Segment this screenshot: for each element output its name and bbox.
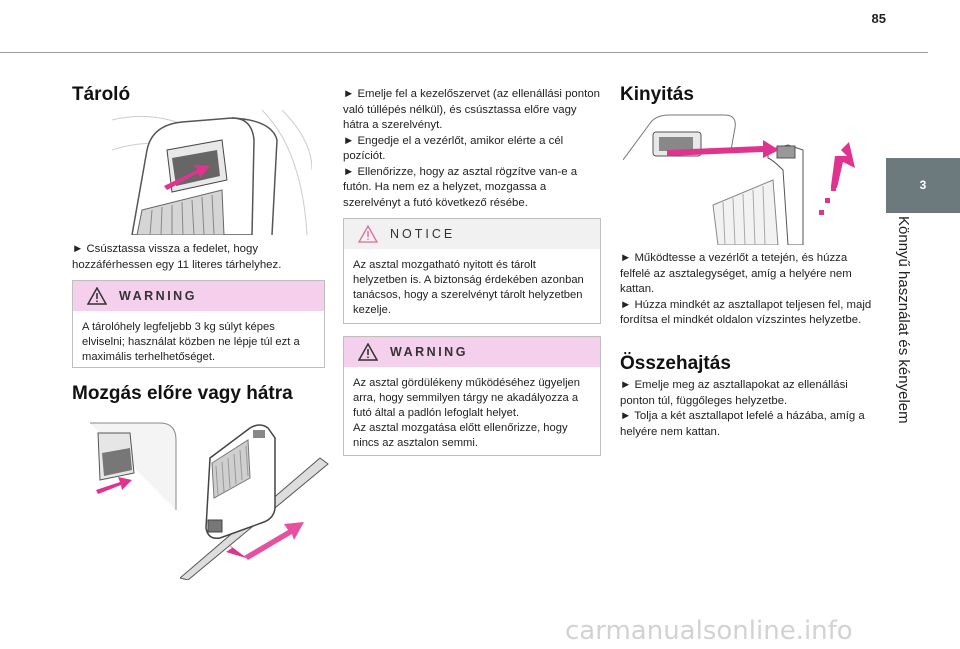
header-rule — [0, 52, 928, 53]
warning-header: WARNING — [73, 281, 324, 311]
heading-move: Mozgás előre vagy hátra — [72, 383, 293, 404]
column-1: Tároló — [72, 84, 325, 106]
notice-icon — [358, 225, 378, 243]
open-illustration — [623, 110, 861, 245]
storage-instruction: ► Csúsztassa vissza a fedelet, hogy hozz… — [72, 243, 282, 271]
chapter-title-wrap: Könnyű használat és kényelem — [895, 216, 915, 456]
move-illustration-left — [90, 418, 180, 510]
warning-body: A tárolóhely legfeljebb 3 kg súlyt képes… — [82, 321, 300, 363]
warning-box-move: WARNING Az asztal gördülékeny működéséhe… — [343, 336, 601, 456]
warning-label: WARNING — [119, 289, 197, 303]
warning-header-2: WARNING — [344, 337, 600, 367]
notice-body: Az asztal mozgatható nyitott és tárolt h… — [353, 259, 584, 316]
page-number: 85 — [871, 11, 886, 26]
move-steps: ► Emelje fel a kezelőszervet (az ellenál… — [343, 88, 600, 209]
warning-icon — [87, 287, 107, 305]
warning-label-2: WARNING — [390, 345, 468, 359]
heading-storage: Tároló — [72, 84, 131, 105]
chapter-title: Könnyű használat és kényelem — [895, 216, 912, 424]
fold-instructions: ► Emelje meg az asztallapokat az ellenál… — [620, 379, 865, 438]
move-illustration-right — [180, 418, 332, 580]
notice-label: NOTICE — [390, 227, 456, 241]
warning-box-storage: WARNING A tárolóhely legfeljebb 3 kg súl… — [72, 280, 325, 368]
watermark: carmanualsonline.info — [565, 616, 853, 646]
heading-fold: Összehajtás — [620, 353, 731, 374]
notice-box: NOTICE Az asztal mozgatható nyitott és t… — [343, 218, 601, 324]
open-instructions: ► Működtesse a vezérlőt a tetején, és hú… — [620, 252, 872, 326]
warning-body-2: Az asztal gördülékeny működéséhez ügyelj… — [353, 377, 580, 449]
heading-open: Kinyitás — [620, 84, 694, 105]
notice-header: NOTICE — [344, 219, 600, 249]
warning-icon — [358, 343, 378, 361]
chapter-tab[interactable]: 3 — [886, 158, 960, 213]
storage-illustration — [112, 110, 312, 235]
